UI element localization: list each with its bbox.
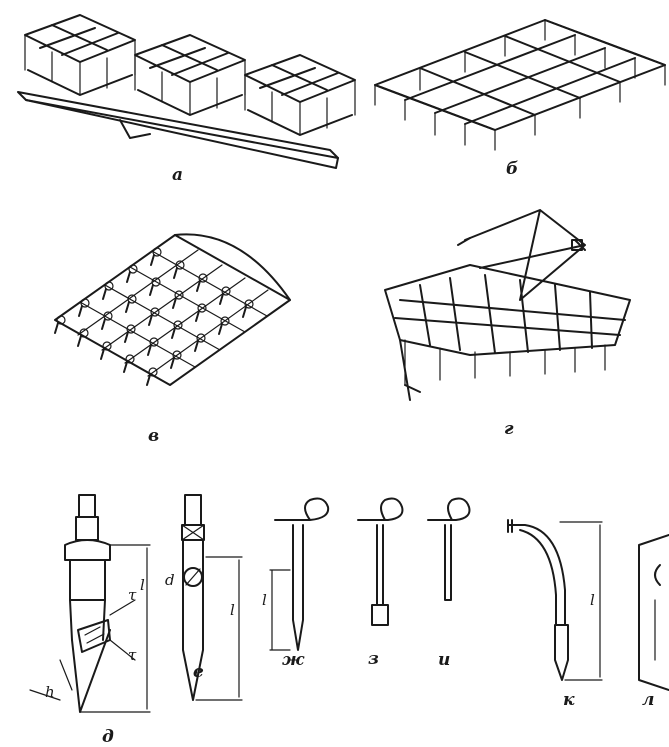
mesh-tooth-loop xyxy=(104,281,114,291)
mesh-tooth-loop xyxy=(128,264,138,274)
mesh-tooth-loop xyxy=(103,311,113,321)
mesh-tooth-loop xyxy=(196,333,206,343)
mesh-tooth-tine xyxy=(219,293,224,305)
mesh-tooth-loop xyxy=(148,367,158,377)
figure-v-mesh-harrow xyxy=(54,233,291,386)
label-k: к xyxy=(563,690,575,710)
label-d: д xyxy=(102,727,114,747)
mesh-tooth-tine xyxy=(195,310,200,322)
mesh-tooth-tine xyxy=(170,357,175,369)
label-b: б xyxy=(506,159,518,179)
label-l: л xyxy=(642,690,654,710)
mesh-tooth-loop xyxy=(149,337,159,347)
mesh-tooth-loop xyxy=(150,307,160,317)
figure-b-grid-harrow xyxy=(374,19,666,151)
figure-e-tooth xyxy=(181,494,243,701)
label-z: з xyxy=(368,649,379,669)
mesh-tooth-loop xyxy=(127,294,137,304)
mesh-tooth-loop xyxy=(175,260,185,270)
mesh-tooth-tine xyxy=(101,318,106,330)
figure-d-tooth xyxy=(29,494,151,713)
label-v: в xyxy=(148,426,159,446)
mesh-tooth-loop xyxy=(80,298,90,308)
mesh-tooth-tine xyxy=(123,361,128,373)
mesh-tooth-tine xyxy=(102,288,107,300)
mesh-tooth-tine xyxy=(77,335,82,347)
label-a: а xyxy=(172,165,183,185)
figure-a-harrow-sections xyxy=(17,14,356,169)
figure-z-tooth xyxy=(357,497,404,626)
mesh-teeth xyxy=(54,247,254,386)
mesh-tooth-tine xyxy=(218,323,223,335)
dim-length-zh: l xyxy=(262,591,267,609)
figure-i-tooth xyxy=(427,497,471,601)
mesh-tooth-tine xyxy=(100,348,105,360)
mesh-tooth-loop xyxy=(102,341,112,351)
mesh-tooth-tine xyxy=(147,344,152,356)
mesh-tooth-tine xyxy=(149,284,154,296)
label-g: г xyxy=(504,419,514,439)
mesh-tooth-tine xyxy=(150,254,155,266)
mesh-tooth-loop xyxy=(152,247,162,257)
mesh-tooth-tine xyxy=(125,301,130,313)
mesh-tooth-tine xyxy=(171,327,176,339)
dim-angle-upper: τ xyxy=(128,586,137,604)
figure-l-plate xyxy=(638,534,669,691)
mesh-tooth-tine xyxy=(172,297,177,309)
mesh-tooth-tine xyxy=(146,374,151,386)
mesh-tooth-loop xyxy=(79,328,89,338)
mesh-tooth-tine xyxy=(173,267,178,279)
mesh-tooth-loop xyxy=(173,320,183,330)
mesh-tooth-loop xyxy=(151,277,161,287)
mesh-tooth-tine xyxy=(196,280,201,292)
mesh-tooth-tine xyxy=(54,322,59,334)
mesh-tooth-loop xyxy=(174,290,184,300)
mesh-tooth-loop xyxy=(125,354,135,364)
mesh-tooth-tine xyxy=(242,306,247,318)
label-e: е xyxy=(193,662,204,682)
figure-g-frame-harrow xyxy=(384,209,631,401)
mesh-tooth-tine xyxy=(126,271,131,283)
label-i: и xyxy=(438,650,450,670)
mesh-tooth-loop xyxy=(56,315,66,325)
dim-length-e: l xyxy=(230,601,235,619)
dim-diameter: d xyxy=(165,571,175,589)
mesh-tooth-tine xyxy=(124,331,129,343)
mesh-tooth-tine xyxy=(148,314,153,326)
mesh-tooth-tine xyxy=(78,305,83,317)
dim-angle-lower: τ xyxy=(128,646,137,664)
mesh-tooth-loop xyxy=(198,273,208,283)
mesh-tooth-loop xyxy=(220,316,230,326)
label-zh: ж xyxy=(282,650,305,670)
figure-zh-tooth xyxy=(269,497,330,651)
dim-length-d: l xyxy=(140,576,145,594)
mesh-tooth-loop xyxy=(197,303,207,313)
dim-length-k: l xyxy=(590,591,595,609)
mesh-tooth-loop xyxy=(244,299,254,309)
figure-k-tine xyxy=(507,519,603,681)
mesh-tooth-loop xyxy=(126,324,136,334)
mesh-tooth-loop xyxy=(172,350,182,360)
mesh-tooth-loop xyxy=(221,286,231,296)
dim-height: h xyxy=(45,683,55,701)
mesh-tooth-tine xyxy=(194,340,199,352)
